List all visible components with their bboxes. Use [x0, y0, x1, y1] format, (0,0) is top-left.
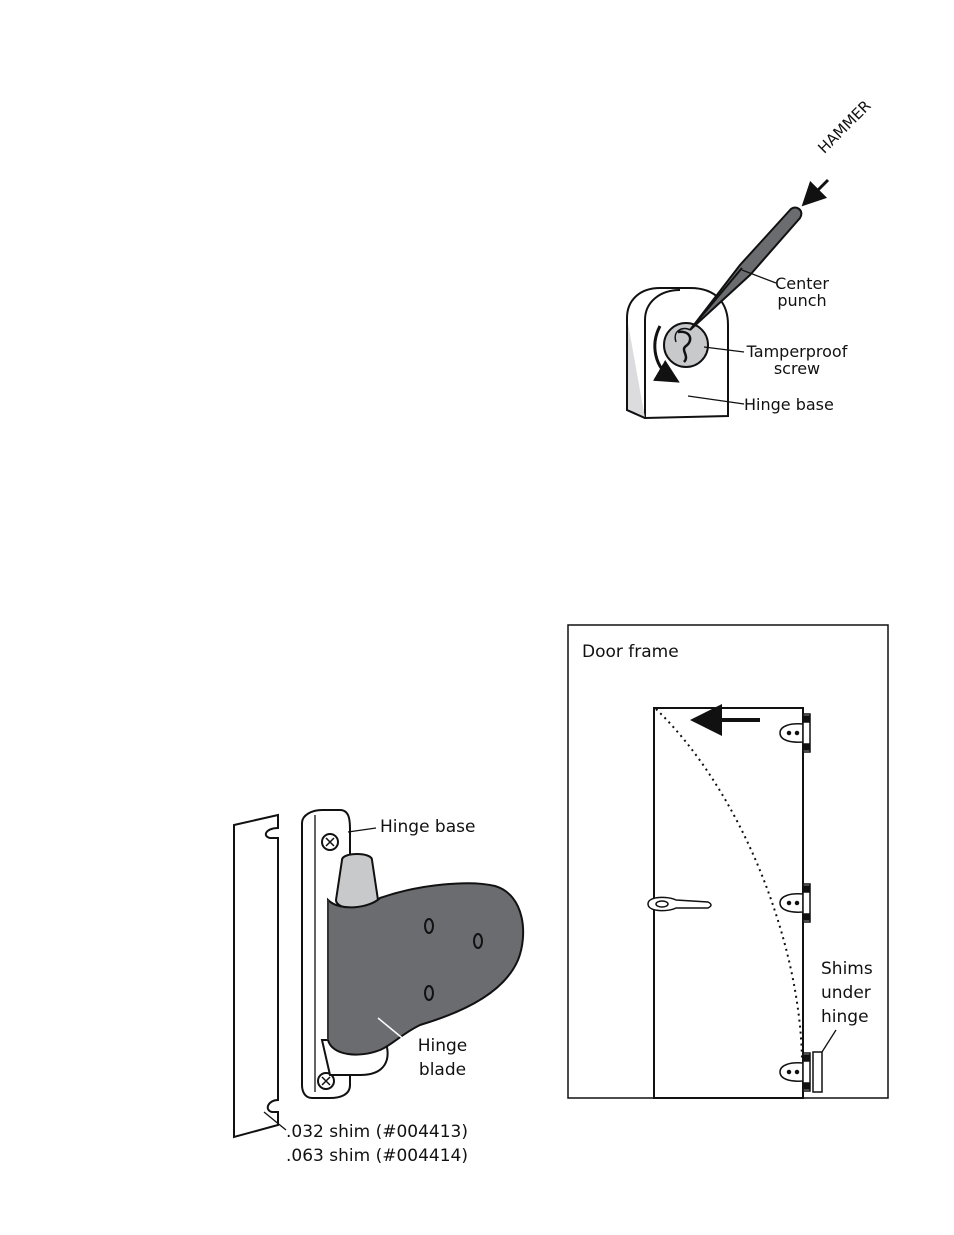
hinge-blade-label: Hinge blade	[410, 1034, 475, 1082]
swing-arc	[656, 709, 802, 1060]
hammer-arrow	[808, 180, 828, 200]
figure-hinge-shim	[234, 810, 523, 1137]
hinge-middle-icon	[780, 884, 810, 922]
shim-063-label: .063 shim (#004414)	[286, 1148, 468, 1165]
shim	[234, 815, 278, 1137]
hinge-top-icon	[780, 714, 810, 752]
shim-under-hinge	[813, 1052, 822, 1092]
center-punch-label: Center punch	[772, 275, 832, 309]
hinge-base-label-1: Hinge base	[744, 396, 834, 413]
door-handle	[648, 897, 711, 910]
shim-032-label: .032 shim (#004413)	[286, 1124, 468, 1141]
hinge-blade	[328, 883, 523, 1054]
door-frame-label: Door frame	[582, 644, 679, 661]
hinge-bottom-icon	[780, 1053, 810, 1091]
shims-under-hinge-label: Shims under hinge	[821, 957, 873, 1029]
tamperproof-screw-label: Tamperproof screw	[742, 343, 852, 377]
hinge-pin	[336, 854, 378, 909]
hinge-base-label-2: Hinge base	[380, 819, 475, 836]
